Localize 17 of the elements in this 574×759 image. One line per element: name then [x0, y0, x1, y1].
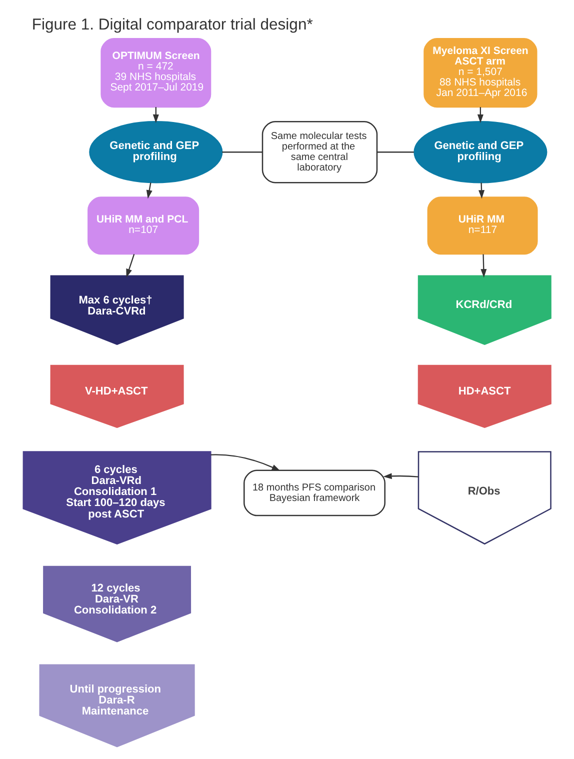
diagram-title: Figure 1. Digital comparator trial design*	[32, 16, 313, 34]
arrow	[210, 454, 280, 472]
connector	[222, 152, 262, 153]
arrow	[478, 182, 485, 199]
node-ellipse: Genetic and GEP profiling	[414, 121, 548, 184]
arrow	[480, 254, 487, 278]
arrow	[126, 254, 135, 278]
node-box: Same molecular tests performed at the same central laboratory	[262, 121, 378, 184]
connector	[377, 152, 414, 153]
node-box: Myeloma XI Screen ASCT arm n = 1,507 88 NHS hospitals Jan 2011–Apr 2016	[424, 38, 538, 108]
node-box: UHiR MM n=117	[427, 196, 538, 255]
node-box: 18 months PFS comparison Bayesian framework	[244, 470, 386, 516]
node-ellipse: Genetic and GEP profiling	[89, 121, 223, 184]
arrow	[383, 473, 418, 480]
node-box: UHiR MM and PCL n=107	[88, 196, 200, 255]
arrow	[146, 182, 152, 199]
node-box: OPTIMUM Screen n = 472 39 NHS hospitals Sept 2017–Jul 2019	[100, 38, 212, 108]
